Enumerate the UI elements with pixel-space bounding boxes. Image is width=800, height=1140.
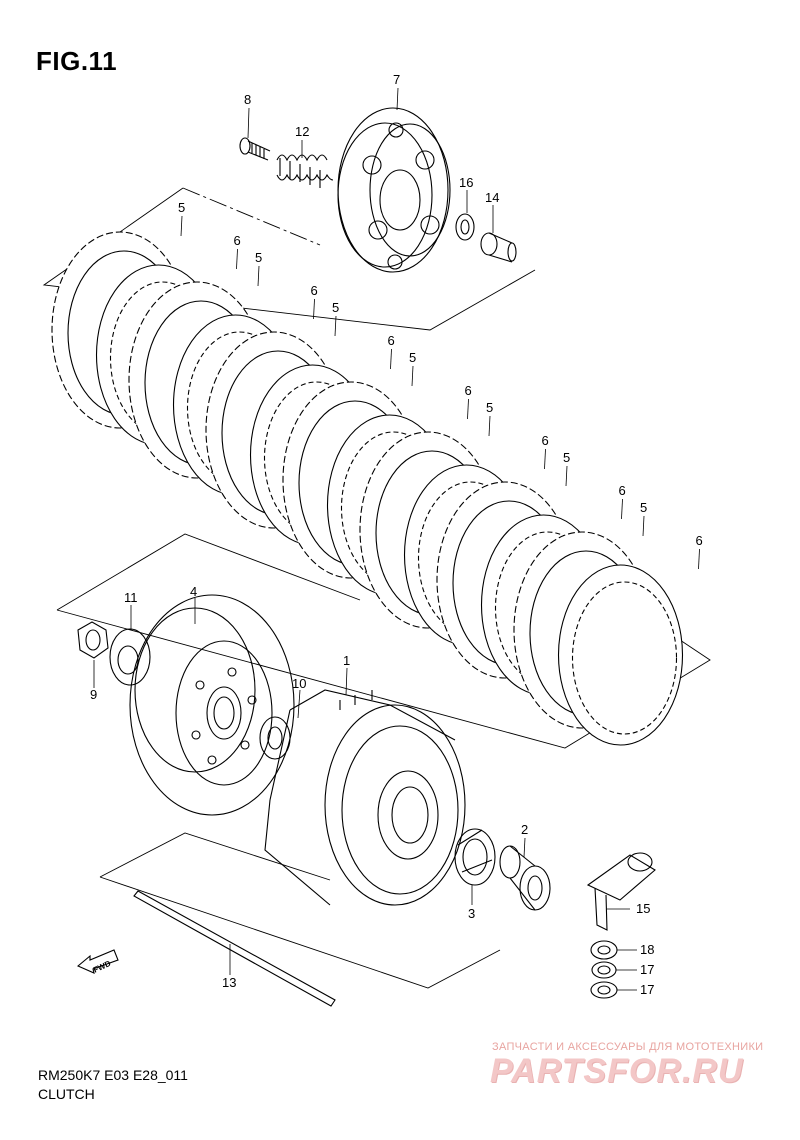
callout-15: 15: [636, 901, 650, 916]
callout-2: 2: [521, 822, 528, 837]
spacer: [499, 845, 551, 911]
push-piece: [480, 232, 517, 263]
leader-line: [390, 348, 392, 370]
leader-line: [467, 398, 469, 420]
clutch-plate-stack: [51, 231, 684, 746]
leader-line: [411, 365, 414, 387]
thrust-bearing: [455, 213, 475, 241]
oil-seal-lower: [590, 981, 618, 999]
callout-4: 4: [190, 584, 197, 599]
leader-line: [488, 415, 491, 437]
leader-lines: [93, 87, 637, 991]
callout-6: 6: [234, 233, 241, 248]
leader-line: [642, 515, 645, 537]
watermark-logo: PARTSFOR.RU: [490, 1052, 744, 1090]
callout-17-upper: 17: [640, 962, 654, 977]
callout-9: 9: [90, 687, 97, 702]
callout-labels: 7 8 12 16 14 4 11 9 10 1 2 3 13 15 18 17…: [90, 72, 654, 997]
leader-line: [334, 315, 337, 337]
spring: [276, 154, 334, 188]
clutch-sleeve-hub: [129, 594, 295, 816]
callout-11: 11: [124, 590, 138, 605]
leader-line: [180, 215, 183, 237]
callout-6: 6: [465, 383, 472, 398]
leader-line: [544, 448, 546, 470]
callout-5: 5: [409, 350, 416, 365]
callout-3: 3: [468, 906, 475, 921]
callout-6: 6: [311, 283, 318, 298]
callout-5: 5: [332, 300, 339, 315]
callout-12: 12: [295, 124, 309, 139]
bearing: [590, 940, 618, 960]
callout-10: 10: [292, 676, 306, 691]
leader-line: [236, 248, 238, 270]
callout-5: 5: [255, 250, 262, 265]
oil-seal-upper: [591, 961, 617, 979]
callout-8: 8: [244, 92, 251, 107]
washer: [259, 716, 291, 760]
nut: [77, 621, 109, 659]
callout-5: 5: [640, 500, 647, 515]
lock-washer: [109, 628, 151, 686]
callout-5: 5: [563, 450, 570, 465]
leader-line: [621, 498, 623, 520]
callout-6: 6: [619, 483, 626, 498]
section-name: CLUTCH: [38, 1086, 95, 1102]
callout-1: 1: [343, 653, 350, 668]
callout-6: 6: [542, 433, 549, 448]
pressure-plate: [337, 107, 451, 273]
callout-6: 6: [388, 333, 395, 348]
watermark-caption: ЗАПЧАСТИ И АКСЕССУАРЫ ДЛЯ МОТОТЕХНИКИ: [492, 1041, 764, 1053]
leader-line: [698, 548, 700, 570]
callout-17-lower: 17: [640, 982, 654, 997]
leader-line: [313, 298, 315, 320]
callout-16: 16: [459, 175, 473, 190]
callout-14: 14: [485, 190, 499, 205]
push-rod: [133, 890, 336, 1007]
callout-5: 5: [178, 200, 185, 215]
fwd-arrow-icon: [76, 949, 119, 974]
bolt: [239, 137, 271, 161]
needle-bearing: [454, 828, 496, 886]
callout-5: 5: [486, 400, 493, 415]
leader-line: [565, 465, 568, 487]
driven-plate: [557, 564, 684, 746]
clutch-housing: [264, 689, 466, 906]
callout-13: 13: [222, 975, 236, 990]
figure-title: FIG.11: [36, 46, 118, 76]
callout-7: 7: [393, 72, 400, 87]
model-code: RM250K7 E03 E28_011: [38, 1067, 188, 1083]
callout-18: 18: [640, 942, 654, 957]
release-camshaft: [586, 852, 656, 931]
callout-6: 6: [696, 533, 703, 548]
leader-line: [257, 265, 260, 287]
